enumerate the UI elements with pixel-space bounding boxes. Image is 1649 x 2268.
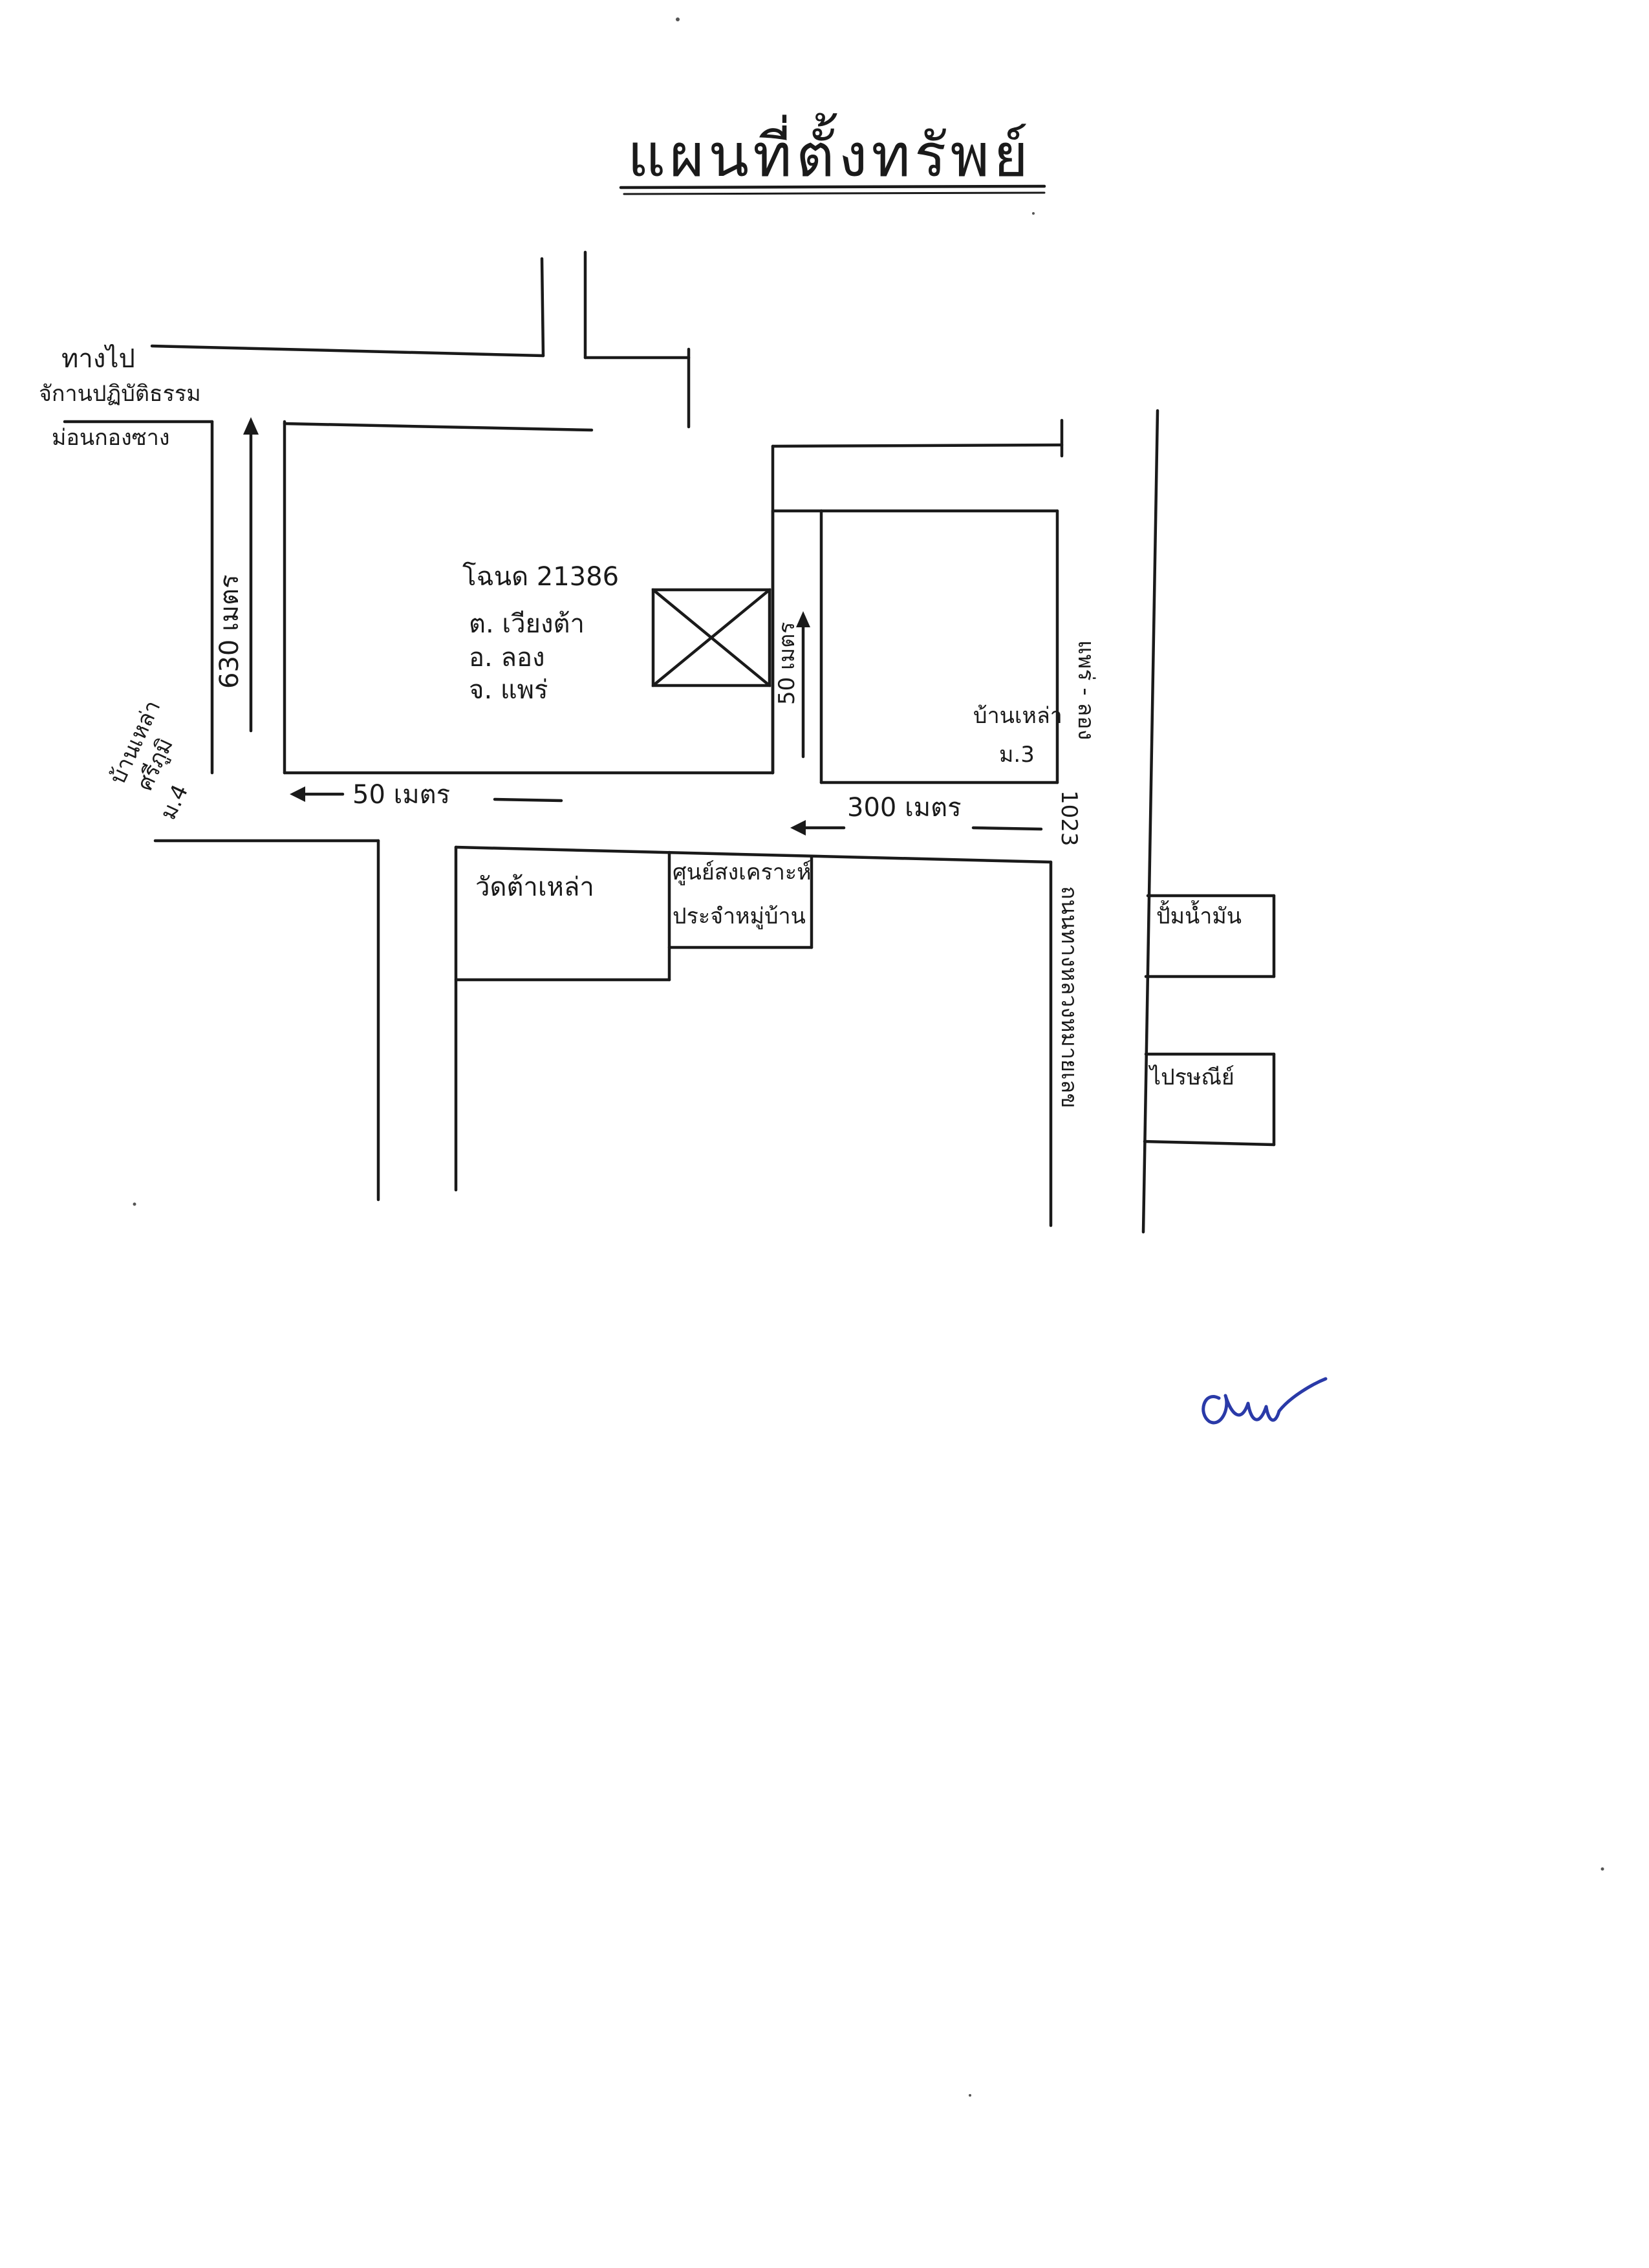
east-distance-arrow <box>790 820 1043 836</box>
east-distance-label: 300 เมตร <box>847 793 962 823</box>
west-distance-label: 50 เมตร <box>352 780 450 810</box>
map-title: แผนที่ตั้งทรัพย์ <box>627 113 1032 190</box>
title-underline-2 <box>623 191 1046 195</box>
parcel-deed-label: โฉนด 21386 <box>462 562 619 592</box>
east-road-name-label: แพร่ - ลอง <box>1073 640 1099 740</box>
gas-station-block <box>1144 894 1276 978</box>
side-lane <box>771 509 823 775</box>
north-distance-label: 630 เมตร <box>215 574 244 689</box>
to-road-label-2: จักานปฏิบัติธรรม <box>39 381 201 407</box>
north-distance-arrow <box>243 417 259 733</box>
parcel-subdistrict-label: ต. เวียงต้า <box>469 609 585 639</box>
east-village-label-1: บ้านเหล่า <box>973 703 1062 729</box>
lane-distance-label: 50 เมตร <box>774 622 800 705</box>
community-center-label-1: ศูนย์สงเคราะห์ <box>673 859 812 885</box>
west-distance-arrow <box>290 786 563 803</box>
scan-specks <box>133 17 1604 2097</box>
post-office-block <box>1143 1052 1276 1147</box>
north-road <box>63 250 691 432</box>
west-village-label-3: ม.4 <box>155 781 193 824</box>
community-center-label-2: ประจำหมู่บ้าน <box>673 903 806 929</box>
parcel-district-label: อ. ลอง <box>469 643 545 673</box>
signature <box>1202 1377 1328 1425</box>
gas-station-label: ปั้มน้ำมัน <box>1156 900 1242 929</box>
parcel-marker <box>651 588 771 687</box>
title-underline <box>619 184 1046 189</box>
highway-1023 <box>1141 409 1159 1234</box>
east-block <box>819 509 1059 784</box>
parcel-lot <box>283 418 1064 775</box>
community-center-block <box>667 855 814 949</box>
to-road-label-1: ทางไป <box>61 344 135 374</box>
west-road <box>210 420 286 775</box>
to-road-label-3: ม่อนกองซาง <box>52 425 169 451</box>
east-village-label-2: ม.3 <box>999 742 1035 768</box>
main-road <box>153 839 1053 1227</box>
parcel-province-label: จ. แพร่ <box>469 675 548 705</box>
highway-name-label: ถนนทางหลวงหมายเลข <box>1056 886 1082 1108</box>
highway-number-label: 1023 <box>1056 790 1082 847</box>
temple-block <box>454 850 671 982</box>
post-office-label: ไปรษณีย์ <box>1148 1064 1234 1090</box>
temple-label: วัดต้าเหล่า <box>475 872 594 902</box>
